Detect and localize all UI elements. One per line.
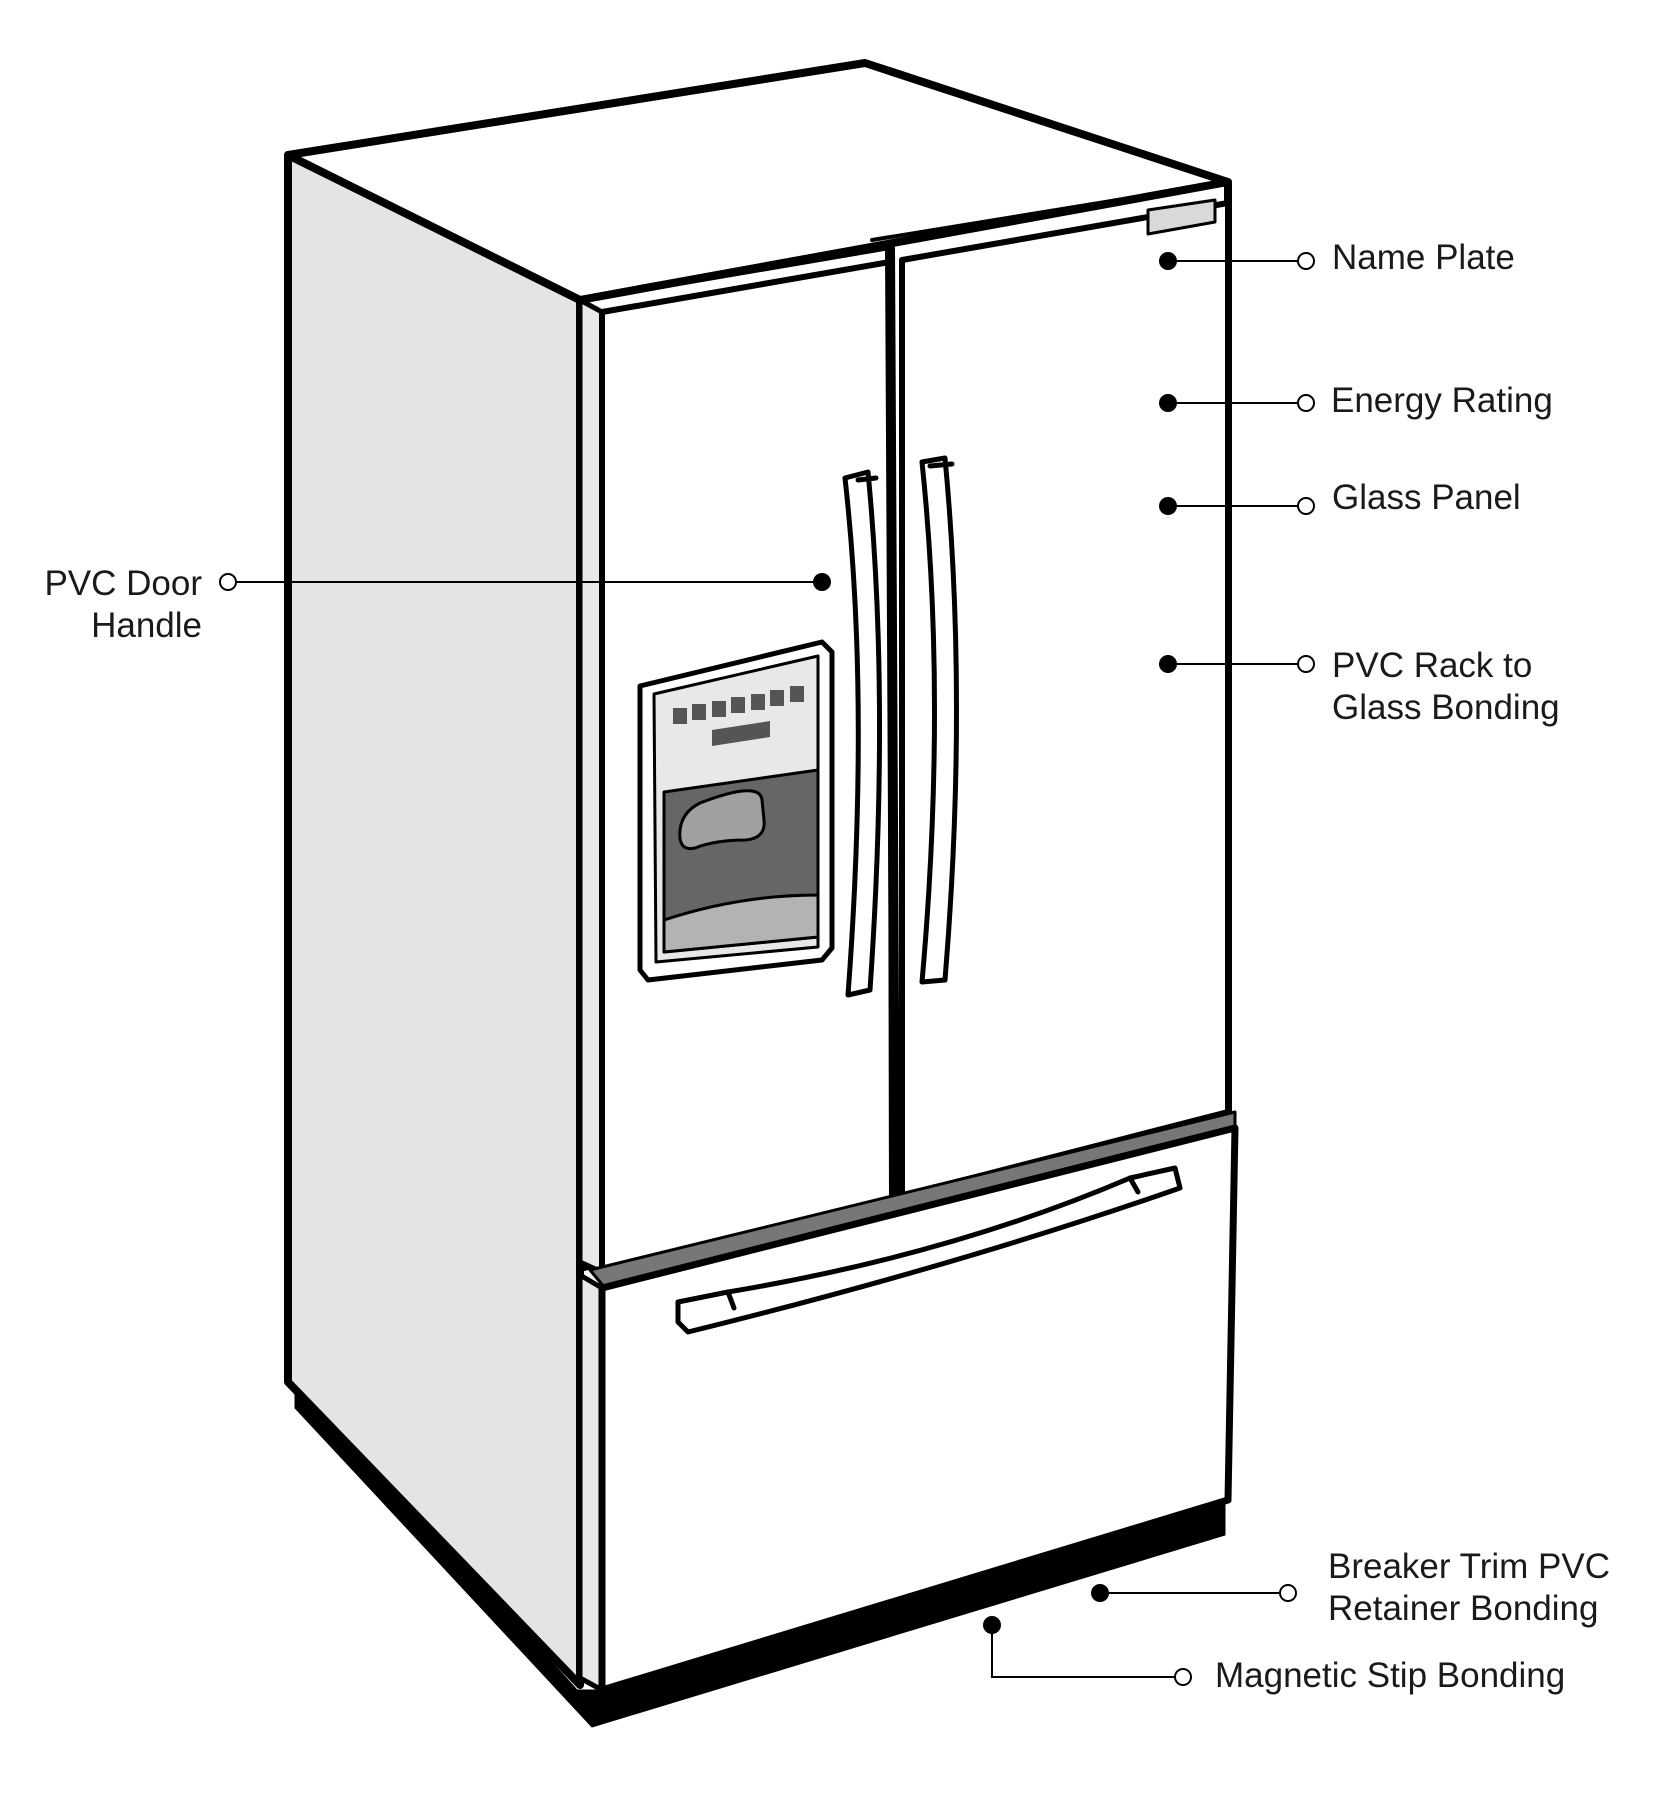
- refrigerator-illustration: [284, 59, 1239, 1728]
- right-door-handle: [919, 455, 959, 985]
- leader-pvc-rack: [1159, 655, 1315, 673]
- label-breaker-trim-line-2: Retainer Bonding: [1328, 1589, 1599, 1628]
- side-panel: [284, 151, 584, 1689]
- label-pvc-rack-line-2: Glass Bonding: [1332, 688, 1560, 727]
- label-glass-panel: Glass Panel: [1332, 477, 1521, 519]
- leader-glass-panel: [1159, 497, 1315, 515]
- label-breaker-trim-pvc-retainer-bonding: Breaker Trim PVC Retainer Bonding: [1328, 1546, 1610, 1630]
- freezer-drawer: [598, 1124, 1239, 1694]
- label-glass-panel-line-1: Glass Panel: [1332, 478, 1521, 517]
- label-breaker-trim-line-1: Breaker Trim PVC: [1328, 1547, 1610, 1586]
- leader-name-plate: [1159, 252, 1315, 270]
- base-plinth: [294, 1374, 1226, 1728]
- label-pvc-door-handle: PVC Door Handle: [44, 563, 202, 647]
- leader-pvc-door-handle: [219, 573, 831, 591]
- label-magnetic-stip-bonding: Magnetic Stip Bonding: [1215, 1655, 1565, 1697]
- right-door: [899, 200, 1231, 1199]
- label-pvc-door-handle-line-2: Handle: [91, 606, 202, 645]
- left-door-handle: [842, 469, 883, 998]
- leader-magnetic-stip: [983, 1616, 1192, 1686]
- label-magnetic-stip-line-1: Magnetic Stip Bonding: [1215, 1656, 1566, 1695]
- name-plate-badge: [1146, 198, 1217, 236]
- water-dispenser: [637, 639, 835, 983]
- callout-leaders: [219, 252, 1315, 1686]
- left-door-edge: [577, 297, 605, 1275]
- label-pvc-rack-to-glass-bonding: PVC Rack to Glass Bonding: [1332, 645, 1560, 729]
- label-name-plate-line-1: Name Plate: [1332, 238, 1515, 277]
- label-pvc-door-handle-line-1: PVC Door: [44, 564, 202, 603]
- label-energy-rating-line-1: Energy Rating: [1331, 381, 1553, 420]
- label-pvc-rack-line-1: PVC Rack to: [1332, 646, 1533, 685]
- leader-breaker-trim: [1091, 1584, 1297, 1602]
- drawer-handle: [675, 1165, 1183, 1335]
- label-name-plate: Name Plate: [1332, 237, 1515, 279]
- leader-energy-rating: [1159, 394, 1315, 412]
- label-energy-rating: Energy Rating: [1331, 380, 1553, 422]
